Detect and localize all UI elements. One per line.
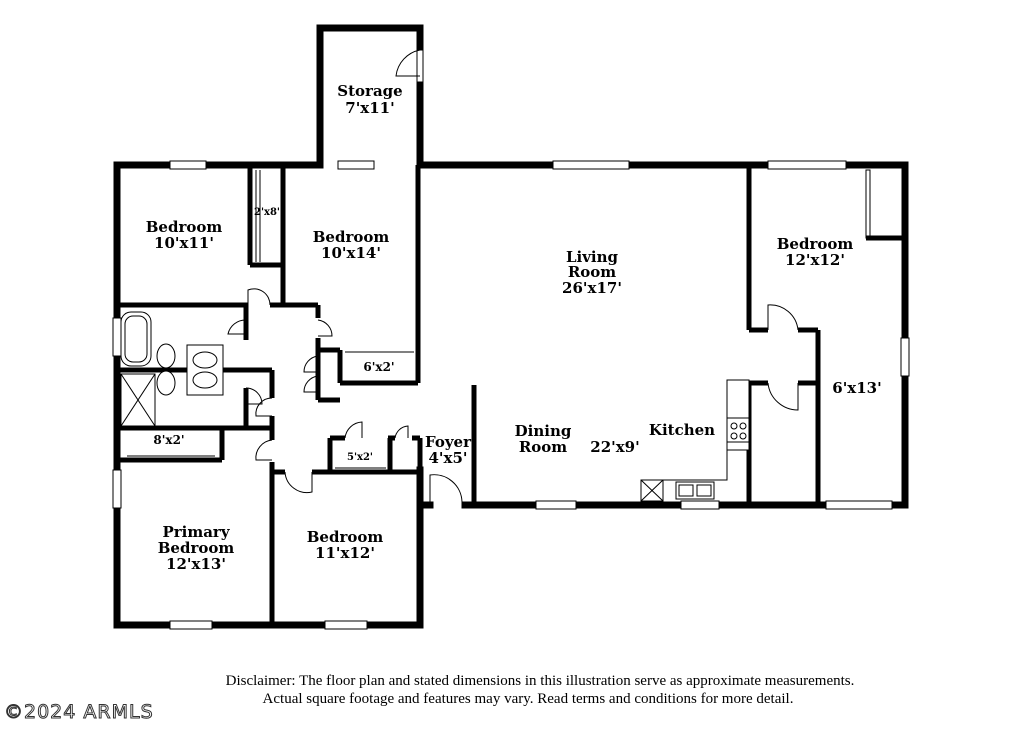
bedroom-ne-label: Bedroom	[777, 235, 854, 253]
living-size: 26'x17'	[562, 279, 622, 297]
storage-size: 7'x11'	[345, 99, 394, 117]
bedroom-nw-label: Bedroom	[146, 218, 223, 236]
living-label-2: Room	[568, 263, 616, 281]
bedroom-nw-size: 10'x11'	[154, 234, 214, 252]
room-labels: Storage 7'x11' Bedroom 10'x11' 2'x8' Bed…	[146, 82, 882, 573]
closet-8x2-size: 8'x2'	[153, 433, 184, 447]
watermark: ©2024 ARMLS	[4, 701, 154, 724]
bedroom-n-size: 10'x14'	[321, 244, 381, 262]
primary-label-1: Primary	[162, 523, 230, 541]
bath-fixtures	[120, 311, 224, 427]
dining-label-1: Dining	[515, 422, 572, 440]
disclaimer-line-2: Actual square footage and features may v…	[262, 691, 794, 707]
primary-label-2: Bedroom	[158, 539, 235, 557]
living-label-1: Living	[566, 248, 619, 266]
storage-label: Storage	[337, 82, 402, 100]
foyer-size: 4'x5'	[428, 449, 467, 467]
closet-5x2-size: 5'x2'	[347, 452, 373, 463]
primary-size: 12'x13'	[166, 555, 226, 573]
closet-rods	[127, 170, 414, 469]
interior-walls	[117, 165, 905, 625]
kitchen-dining-size: 22'x9'	[590, 438, 639, 456]
bedroom-s-size: 11'x12'	[315, 544, 375, 562]
exterior-walls	[113, 24, 909, 629]
foyer-label: Foyer	[425, 433, 472, 451]
bedroom-s-label: Bedroom	[307, 528, 384, 546]
hall-size: 6'x13'	[832, 379, 881, 397]
dining-label-2: Room	[519, 438, 567, 456]
door-swings	[227, 49, 871, 505]
closet-6x2-size: 6'x2'	[363, 360, 394, 374]
disclaimer-line-1: Disclaimer: The floor plan and stated di…	[225, 673, 855, 689]
closet-2x8-size: 2'x8'	[254, 207, 280, 218]
kitchen-fixtures	[640, 379, 750, 502]
bedroom-ne-size: 12'x12'	[785, 251, 845, 269]
kitchen-label: Kitchen	[649, 421, 715, 439]
bedroom-n-label: Bedroom	[313, 228, 390, 246]
windows	[112, 160, 910, 630]
